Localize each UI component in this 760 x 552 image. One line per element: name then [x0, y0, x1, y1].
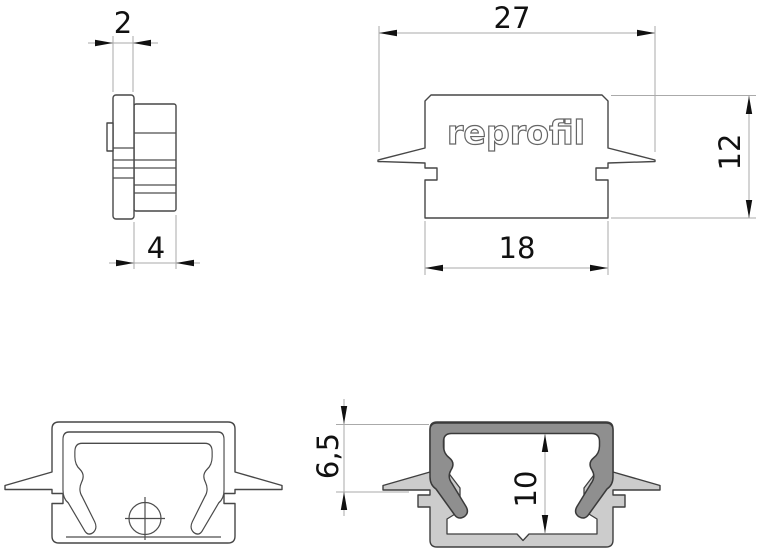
arrowhead [590, 264, 608, 272]
section-view: 6,5 10 [311, 399, 661, 548]
arrowhead [95, 39, 113, 47]
arrowhead [340, 406, 348, 424]
side-view: 2 4 [88, 6, 200, 269]
dim-value-overall-width: 27 [494, 1, 531, 35]
dim-value-inner-height: 10 [509, 471, 543, 508]
side-front-boss [106, 122, 114, 152]
arrowhead [745, 200, 753, 218]
arrowhead [379, 29, 397, 37]
side-insert-body [133, 103, 177, 212]
arrowhead [637, 29, 655, 37]
side-face-plate [112, 94, 135, 220]
arrowhead [541, 515, 549, 533]
arrowhead [425, 264, 443, 272]
arrowhead [541, 434, 549, 452]
front-outline [377, 94, 656, 219]
arrowhead [133, 39, 151, 47]
dim-value-body-width: 18 [499, 231, 536, 265]
arrowhead [176, 259, 194, 267]
arrowhead [340, 492, 348, 510]
dim-value-outer-height: 6,5 [311, 433, 345, 479]
dim-value-insert-depth: 4 [147, 231, 165, 265]
arrowhead [745, 96, 753, 114]
arrowhead [116, 259, 134, 267]
dim-value-height: 12 [713, 134, 747, 171]
front-view: 27 reprofil 12 18 [377, 1, 756, 275]
brand-logo: reprofil [447, 113, 585, 152]
dim-value-plate-thickness: 2 [114, 6, 132, 40]
back-view [4, 421, 283, 544]
